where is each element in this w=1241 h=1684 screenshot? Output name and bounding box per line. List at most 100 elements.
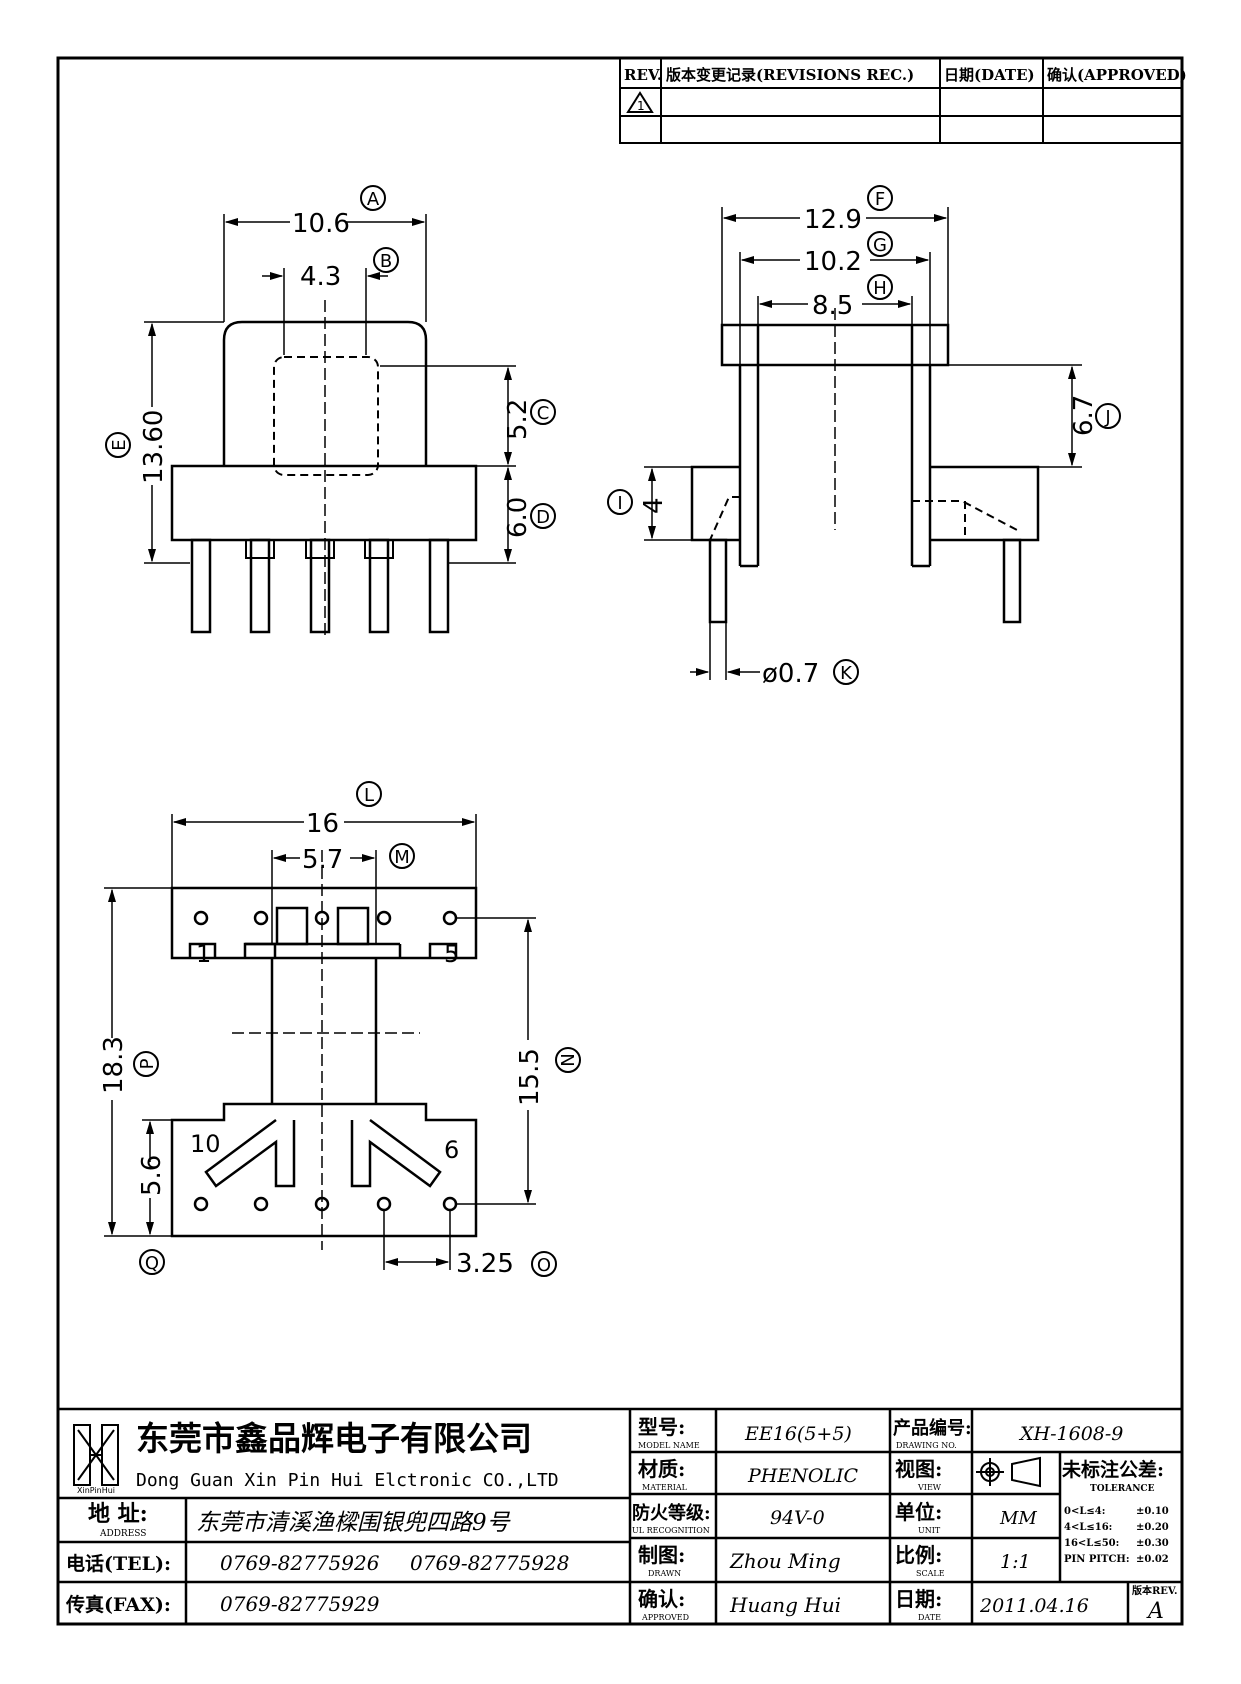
fire-rating-label-en: UL RECOGNITION (632, 1526, 710, 1535)
pin-6-label: 6 (444, 1136, 459, 1164)
approved-label-en: APPROVED (641, 1613, 689, 1622)
view-label: 视图: (895, 1457, 942, 1481)
unit-value: MM (999, 1508, 1037, 1529)
tolerance-value-2: ±0.20 (1136, 1522, 1169, 1533)
projection-symbol-icon (976, 1456, 1041, 1488)
svg-text:Q: Q (145, 1253, 159, 1274)
revision-table (619, 57, 1183, 144)
dim-a-label: A (360, 185, 386, 211)
pin-5-label: 5 (444, 940, 459, 968)
unit-label-en: UNIT (918, 1526, 941, 1535)
side-view-dimensions (644, 207, 1082, 680)
fire-rating-label: 防火等级: (632, 1502, 711, 1524)
svg-text:C: C (537, 403, 550, 424)
address-value: 东莞市清溪渔樑围银兜四路9号 (196, 1510, 511, 1536)
svg-text:B: B (380, 251, 392, 272)
date-label-en: DATE (918, 1613, 941, 1622)
dim-i-value: 4 (639, 497, 669, 514)
dim-c-value: 5.2 (503, 399, 533, 440)
scale-label: 比例: (895, 1543, 942, 1567)
dim-c-label: C (530, 399, 556, 425)
drawn-label-en: DRAWN (648, 1569, 681, 1578)
dim-n-label: N (555, 1047, 581, 1073)
dim-b-label: B (373, 247, 399, 273)
tel-label: 电话(TEL): (66, 1552, 171, 1575)
dim-o-label: O (531, 1251, 557, 1277)
dim-e-label: E (105, 432, 131, 458)
dim-p-label: P (133, 1051, 159, 1077)
svg-text:E: E (109, 439, 130, 450)
date-header: 日期(DATE) (944, 66, 1035, 84)
svg-text:L: L (364, 785, 374, 806)
tolerance-title: 未标注公差: (1061, 1458, 1164, 1481)
dim-j-label: J (1095, 403, 1121, 429)
svg-text:K: K (840, 663, 853, 684)
date-value: 2011.04.16 (979, 1595, 1089, 1617)
dim-g-label: G (867, 231, 893, 257)
svg-text:J: J (1104, 407, 1110, 428)
dim-q-value: 5.6 (137, 1155, 167, 1196)
address-label: 地 址: (88, 1501, 148, 1527)
dim-n-value: 15.5 (515, 1048, 545, 1106)
view-label-en: VIEW (917, 1483, 942, 1492)
tel-value-2: 0769-82775928 (410, 1551, 569, 1575)
drawing-no-value: XH-1608-9 (1018, 1423, 1123, 1445)
fax-label: 传真(FAX): (65, 1593, 171, 1616)
material-label-en: MATERIAL (642, 1483, 688, 1492)
svg-text:F: F (875, 189, 885, 210)
tolerance-value-4: ±0.02 (1136, 1554, 1169, 1565)
dim-m-label: M (389, 843, 415, 869)
tolerance-range-3: 16<L≤50: (1064, 1538, 1119, 1549)
svg-text:D: D (536, 507, 550, 528)
sheet-border (56, 56, 1184, 1626)
dim-k-value: ø0.7 (762, 659, 819, 689)
front-view (170, 300, 478, 640)
title-block-grid (58, 1407, 1182, 1624)
approved-header: 确认(APPROVED) (1047, 66, 1187, 84)
dim-m-value: 5.7 (302, 845, 343, 875)
revision-triangle-icon (626, 91, 654, 113)
dim-d-value: 6.0 (503, 497, 533, 538)
front-view-dimensions (144, 214, 516, 564)
tel-value-1: 0769-82775926 (220, 1551, 380, 1575)
dim-o-value: 3.25 (456, 1249, 514, 1279)
drawn-label: 制图: (638, 1543, 685, 1567)
tolerance-range-2: 4<L≤16: (1064, 1522, 1112, 1533)
svg-text:A: A (367, 189, 380, 210)
bottom-view-dimensions (104, 814, 536, 1270)
dim-p-value: 18.3 (99, 1036, 129, 1094)
material-value: PHENOLIC (747, 1465, 859, 1487)
dim-d-label: D (530, 503, 556, 529)
scale-value: 1:1 (1000, 1551, 1031, 1573)
svg-text:N: N (556, 1053, 577, 1066)
pin-1-label: 1 (196, 940, 211, 968)
company-name-en: Dong Guan Xin Pin Hui Elctronic CO.,LTD (136, 1470, 559, 1491)
dim-l-value: 16 (306, 809, 339, 839)
dim-h-value: 8.5 (812, 291, 853, 321)
dim-e-value: 13.60 (139, 410, 169, 484)
side-view (690, 308, 1040, 624)
fire-rating-value: 94V-0 (770, 1507, 825, 1529)
dim-b-value: 4.3 (300, 262, 341, 292)
revision-record-header: 版本变更记录(REVISIONS REC.) (666, 66, 914, 84)
svg-text:O: O (537, 1255, 551, 1276)
tolerance-title-en: TOLERANCE (1090, 1484, 1155, 1494)
tolerance-range-4: PIN PITCH: (1064, 1554, 1130, 1565)
dim-f-label: F (867, 185, 893, 211)
model-label: 型号: (638, 1415, 685, 1439)
svg-text:H: H (873, 278, 887, 299)
model-label-en: MODEL NAME (638, 1441, 700, 1450)
dim-k-label: K (833, 659, 859, 685)
unit-label: 单位: (895, 1500, 942, 1524)
rev-label: 版本REV. (1132, 1584, 1177, 1597)
material-label: 材质: (638, 1457, 685, 1481)
company-logo (73, 1424, 119, 1486)
address-label-en: ADDRESS (99, 1529, 146, 1539)
dim-h-label: H (867, 274, 893, 300)
dim-j-value: 6.7 (1069, 395, 1099, 436)
dim-q-label: Q (139, 1249, 165, 1275)
model-value: EE16(5+5) (744, 1423, 852, 1445)
rev-header: REV. (624, 66, 662, 84)
dim-i-label: I (607, 489, 633, 515)
dim-g-value: 10.2 (804, 247, 862, 277)
